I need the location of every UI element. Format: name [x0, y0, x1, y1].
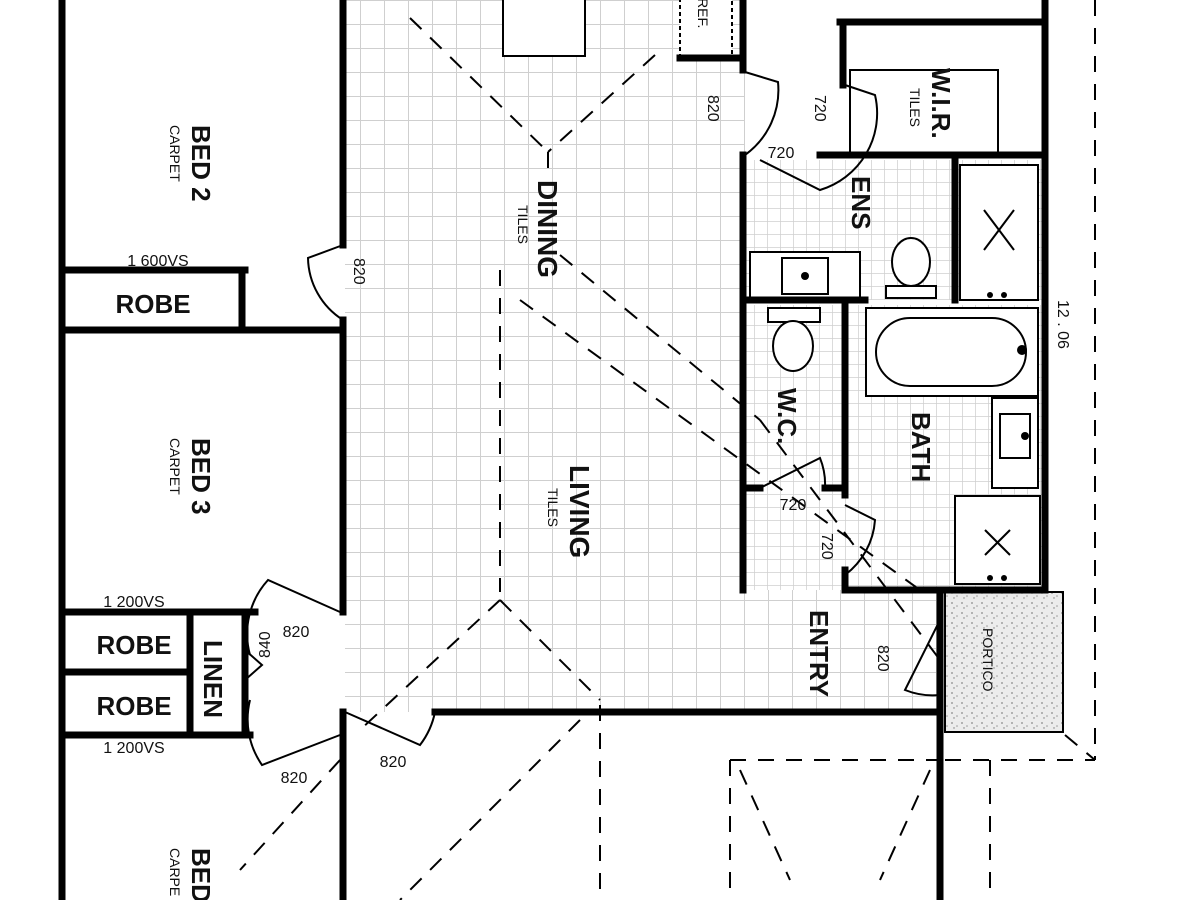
- bed4-label: BED: [186, 848, 216, 900]
- door-hall-dim: 820: [380, 754, 407, 771]
- portico-label: PORTICO: [980, 628, 996, 692]
- door-wir-b-dim: 720: [768, 145, 795, 162]
- walls: [58, 0, 1049, 900]
- dining-finish: TILES: [515, 205, 531, 244]
- wall-length-dim: 12 . 06: [1054, 300, 1071, 349]
- entry-label: ENTRY: [804, 610, 834, 697]
- door-dining-dim: 820: [704, 95, 721, 122]
- ref-label: REF.: [695, 0, 711, 28]
- bed2-label: BED 2: [186, 125, 216, 202]
- door-wc-dim: 720: [780, 497, 807, 514]
- robe-bot-label: ROBE: [96, 691, 171, 721]
- wc-label: W.C.: [772, 388, 802, 444]
- bed3-label: BED 3: [186, 438, 216, 515]
- door-wir-a-dim: 720: [811, 95, 828, 122]
- robe-top-label: ROBE: [115, 289, 190, 319]
- portico-slab: [944, 591, 1064, 733]
- wir-shelf: [849, 69, 999, 155]
- robe-top-dim: 1 600VS: [127, 253, 188, 270]
- entry-tiles: [745, 590, 940, 712]
- dining-table: [502, 0, 586, 57]
- linen-label: LINEN: [198, 640, 228, 718]
- bath-vanity: [991, 397, 1039, 489]
- ensuite-shower: [959, 164, 1039, 301]
- robe-bot-dim: 1 200VS: [103, 740, 164, 757]
- bath-shower: [954, 495, 1041, 585]
- ensuite-label: ENS: [846, 176, 876, 229]
- wc-toilet: [767, 307, 821, 372]
- door-linen-dim: 840: [257, 631, 274, 658]
- living-finish: TILES: [545, 488, 561, 527]
- wir-finish: TILES: [907, 88, 923, 127]
- door-bed3-dim: 820: [283, 624, 310, 641]
- bed2-finish: CARPET: [167, 125, 183, 182]
- ensuite-toilet: [885, 237, 937, 299]
- bed4-finish: CARPE: [167, 848, 183, 896]
- dining-label: DINING: [532, 180, 563, 278]
- door-bath-dim: 720: [818, 533, 835, 560]
- bed3-finish: CARPET: [167, 438, 183, 495]
- ensuite-vanity: [749, 251, 861, 303]
- bath-label: BATH: [906, 412, 936, 482]
- ceiling-lines: [239, 0, 1096, 900]
- bathtub: [865, 307, 1039, 397]
- dining-living-tiles: [345, 0, 745, 712]
- door-bed2-dim: 820: [350, 258, 367, 285]
- living-label: LIVING: [564, 465, 595, 558]
- robe-mid-label: ROBE: [96, 630, 171, 660]
- door-bed4-dim: 820: [281, 770, 308, 787]
- door-entry-dim: 820: [874, 645, 891, 672]
- doors: [244, 71, 941, 767]
- wir-label: W.I.R.: [926, 68, 956, 139]
- robe-mid-dim: 1 200VS: [103, 594, 164, 611]
